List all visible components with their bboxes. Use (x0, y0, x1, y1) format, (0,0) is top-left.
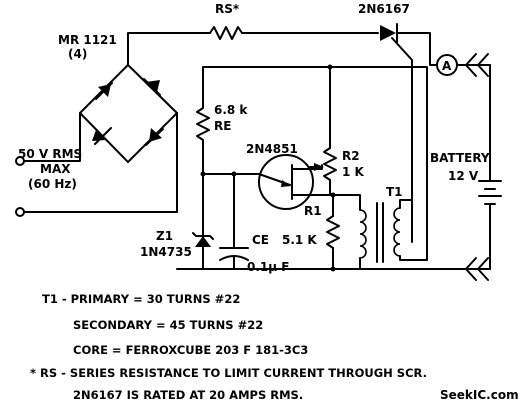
resistor-rs (209, 26, 243, 40)
label-z1-part: 1N4735 (140, 245, 192, 259)
label-ac-max: MAX (40, 162, 71, 176)
ac-input (15, 112, 178, 217)
label-battery-voltage: 12 V (448, 169, 479, 183)
bridge-diode-ur (143, 78, 161, 96)
bridge-rectifier (79, 64, 178, 163)
label-z1-name: Z1 (156, 229, 173, 243)
transformer-t1 (332, 84, 428, 270)
label-bridge-name: MR 1121 (58, 33, 117, 47)
label-ac-freq: (60 Hz) (28, 177, 77, 191)
resistor-re (196, 107, 210, 141)
note-rs: * RS - SERIES RESISTANCE TO LIMIT CURREN… (30, 366, 427, 380)
label-scr: 2N6167 (358, 2, 410, 16)
label-ujt: 2N4851 (246, 142, 298, 156)
label-bridge-qty: (4) (68, 47, 87, 61)
battery-top-terminal (465, 53, 489, 77)
bridge-diode-lr (145, 128, 164, 146)
label-ce-value: 0.1μ F (247, 260, 289, 274)
zener-z1 (192, 173, 214, 270)
note-secondary: SECONDARY = 45 TURNS #22 (73, 318, 263, 332)
label-r1-value: 5.1 K (282, 233, 317, 247)
watermark: SeekIC.com (440, 388, 519, 402)
note-primary: T1 - PRIMARY = 30 TURNS #22 (42, 292, 240, 306)
capacitor-ce (219, 173, 249, 270)
label-re-name: RE (214, 119, 231, 133)
label-t1: T1 (386, 185, 403, 199)
bridge-diode-ll (92, 127, 112, 145)
label-r2-name: R2 (342, 149, 360, 163)
potentiometer-r2 (309, 66, 337, 196)
bridge-diode-ul (95, 82, 113, 100)
resistor-r1 (326, 194, 340, 270)
note-scr-rating: 2N6167 IS RATED AT 20 AMPS RMS. (73, 388, 303, 402)
ujt-2n4851 (258, 154, 334, 210)
label-r2-value: 1 K (342, 165, 365, 179)
battery (478, 64, 502, 270)
note-core: CORE = FERROXCUBE 203 F 181-3C3 (73, 343, 308, 357)
label-battery: BATTERY (430, 151, 490, 165)
label-rs: RS* (215, 2, 240, 16)
label-r1-name: R1 (304, 204, 322, 218)
label-re-value: 6.8 k (214, 103, 248, 117)
label-ammeter: A (442, 59, 452, 73)
label-ce-name: CE (252, 233, 269, 247)
label-ac-voltage: 50 V RMS (18, 147, 82, 161)
